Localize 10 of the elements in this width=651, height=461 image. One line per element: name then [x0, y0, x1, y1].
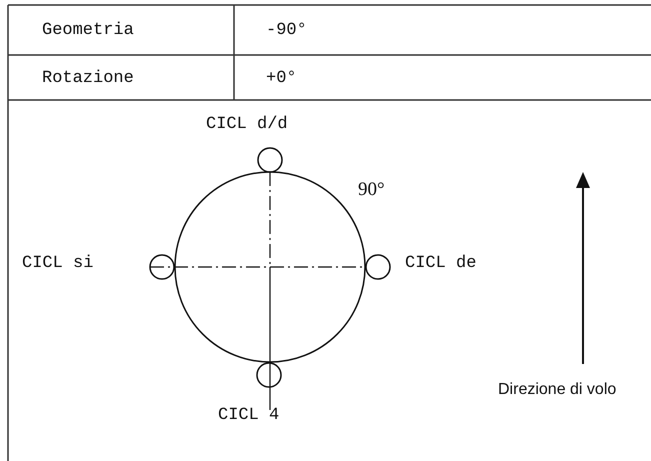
table-cell: Rotazione — [42, 70, 134, 87]
port-label: CICL de — [405, 255, 476, 272]
table-cell: -90° — [266, 22, 307, 39]
table-cell: +0° — [266, 70, 297, 87]
table-cell: Geometria — [42, 22, 134, 39]
angle-label: 90° — [358, 180, 385, 199]
direction-label: Direzione di volo — [498, 382, 616, 398]
port-label: CICL si — [22, 255, 94, 272]
port-label: CICL d/d — [206, 116, 288, 133]
port-label: CICL 4 — [218, 407, 280, 424]
